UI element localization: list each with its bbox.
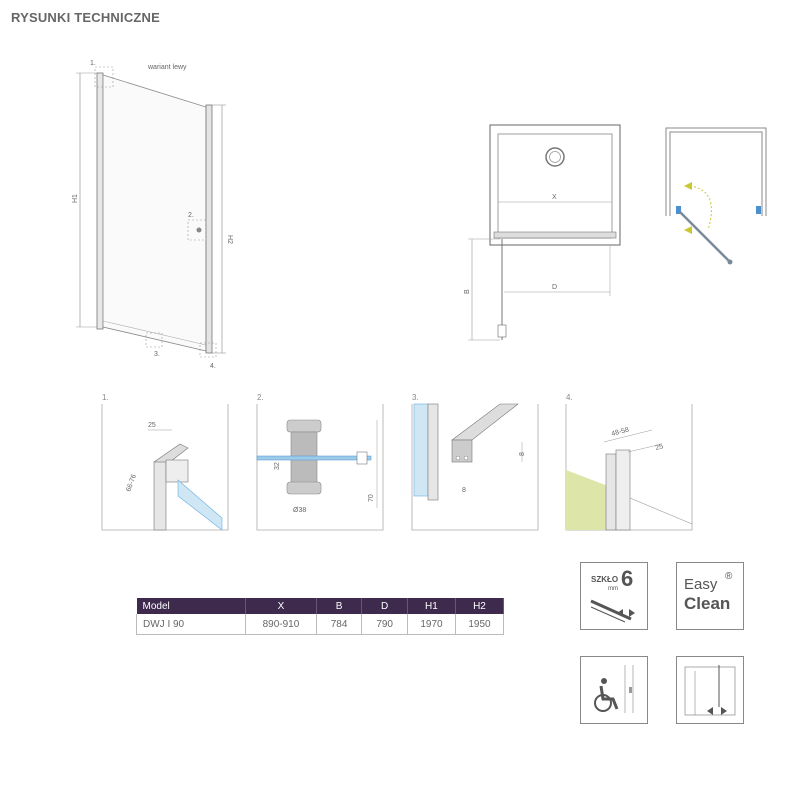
swing-arrow-bottom-icon [684,226,692,234]
d-label: D [552,284,557,291]
cell-b: 784 [315,614,363,635]
door-open-line [679,211,731,263]
detail-2-dim-c: 70 [368,494,375,502]
door-elevation-drawing: wariant lewy H1 H2 1. 2. 3. 4. [72,60,233,370]
detail-4-dim-line-a [603,429,653,443]
col-header-x: X [245,598,317,614]
detail-4-profile [605,453,617,531]
accessibility-badge [580,656,648,724]
hinge-mark [497,324,507,338]
callout-1-label: 1. [90,60,96,67]
detail-3-dim-b: 8 [462,487,466,494]
detail-3-seal-hole-a [455,455,461,461]
detail-3-seal-top [451,403,519,441]
door-edge-profile [205,104,213,354]
door-profile-plan [493,231,617,239]
detail-4-dim-b: 25 [655,443,664,452]
variant-label: wariant lewy [147,64,187,71]
spec-table: Model X B D H1 H2 DWJ I 90 890-910 784 7… [135,598,505,635]
callout-box-3 [145,332,163,348]
wall-outline [665,127,767,216]
glass-thickness-badge: SZKŁO 6 mm [580,562,648,630]
detail-2-number: 2. [257,393,264,402]
door-opening-icon [684,665,736,716]
col-header-b: B [316,598,363,614]
page-title: RYSUNKI TECHNICZNE [11,10,161,25]
detail-3-profile [427,403,439,501]
callout-4-label: 4. [210,363,216,370]
detail-4-profile-outer [615,449,631,531]
detail-1-glass [177,479,223,531]
detail-3-number: 3. [412,393,419,402]
cell-d: 790 [361,614,408,635]
spec-table-header-row: Model X B D H1 H2 [136,598,505,614]
detail-4-wall [566,470,608,530]
detail-2-dim-b: Ø38 [293,507,306,514]
door-opening-badge [676,656,744,724]
detail-3-frame [411,404,539,531]
detail-1-cap [165,459,189,483]
detail-1-dim-b: 66-76 [125,473,138,492]
detail-4-dim-a: 48-58 [611,427,630,438]
col-header-h1: H1 [407,598,456,614]
detail-3-seal-hole-b [463,455,469,461]
glass-panel-icon [590,599,635,623]
easy-clean-line1: Easy [684,576,718,593]
callout-box-2 [187,219,207,241]
detail-1-dim-a: 25 [148,422,156,429]
b-label: B [464,289,471,294]
hinge-right-icon [756,206,761,214]
cell-model: DWJ I 90 [135,614,247,635]
detail-1-number: 1. [102,393,109,402]
drain-inner-icon [549,151,561,163]
col-header-d: D [361,598,408,614]
cell-x: 890-910 [245,614,317,635]
col-header-model: Model [136,598,247,614]
knob-bottom [286,481,322,495]
x-label: X [552,194,557,201]
detail-4-dim-line-b [627,443,663,453]
detail-2-dim-a: 32 [274,462,281,470]
registered-mark: ® [725,571,733,582]
glass-unit: mm [608,586,618,592]
knob-mark [196,227,202,233]
hinge-left-icon [676,206,681,214]
detail-2-frame [256,404,384,531]
detail-1: 1. 25 66-76 [101,393,229,531]
detail-3-glass [413,403,429,497]
detail-4-floor-line [629,497,693,525]
glass-edge [256,455,372,461]
door-swing-drawing [665,127,767,265]
plan-view-drawing: X B D [464,124,621,341]
cell-h2: 1950 [454,614,505,635]
wall-outline-inner [666,128,766,216]
cell-h1: 1970 [406,614,456,635]
glass-label: SZKŁO [591,575,619,584]
h2-label: H2 [226,235,233,244]
knob-top [286,419,322,433]
table-row: DWJ I 90 890-910 784 790 1970 1950 [135,614,505,635]
col-header-h2: H2 [455,598,505,614]
detail-3: 3. 8 8 [411,393,539,531]
easy-clean-line2: Clean [684,594,731,613]
h1-label: H1 [72,194,79,203]
swing-arrow-top-icon [684,182,692,190]
callout-box-1 [94,66,114,88]
glass-clip-icon [356,451,368,465]
detail-3-dim-a: 8 [519,452,526,456]
detail-1-profile [153,461,167,531]
detail-4-number: 4. [566,393,573,402]
callout-2-label: 2. [188,212,194,219]
detail-4: 4. 48-58 25 [565,393,693,531]
callout-3-label: 3. [154,351,160,358]
easy-clean-badge: Easy ® Clean [676,562,744,630]
glass-value: 6 [621,566,634,591]
left-wall-profile [96,72,104,330]
wheelchair-icon [594,665,634,713]
door-end-mark [727,259,733,265]
detail-3-seal-front [451,439,473,463]
detail-2: 2. 32 Ø38 70 [256,393,384,531]
callout-box-4 [199,342,217,358]
swing-arc-icon [689,185,712,231]
